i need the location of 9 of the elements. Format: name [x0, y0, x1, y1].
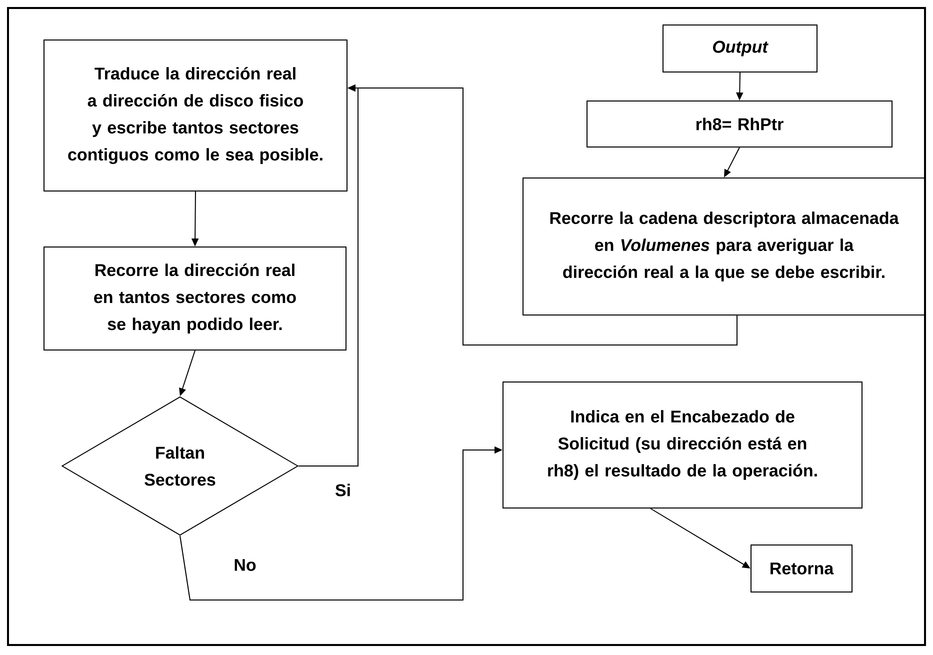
process-box: rh8= RhPtr: [586, 100, 893, 148]
edge-label: No: [232, 558, 258, 572]
process-box: Retorna: [750, 544, 853, 592]
process-box: Recorre la cadena descriptora almacenada en Volumenes para averiguar la dirección real a la que se debe escribir.: [522, 178, 926, 316]
process-box: Indica en el Encabezado de Solicitud (su dirección está en rh8) el resultado de la operación.: [502, 382, 863, 508]
process-box: Traduce la dirección real a dirección de disco fisico y escribe tantos sectores contiguos como le sea posible.: [44, 40, 348, 192]
process-box: Recorre la dirección real en tantos sectores como se hayan podido leer.: [44, 246, 346, 350]
process-box: Output: [662, 24, 818, 72]
edge-label: Si: [334, 482, 352, 498]
